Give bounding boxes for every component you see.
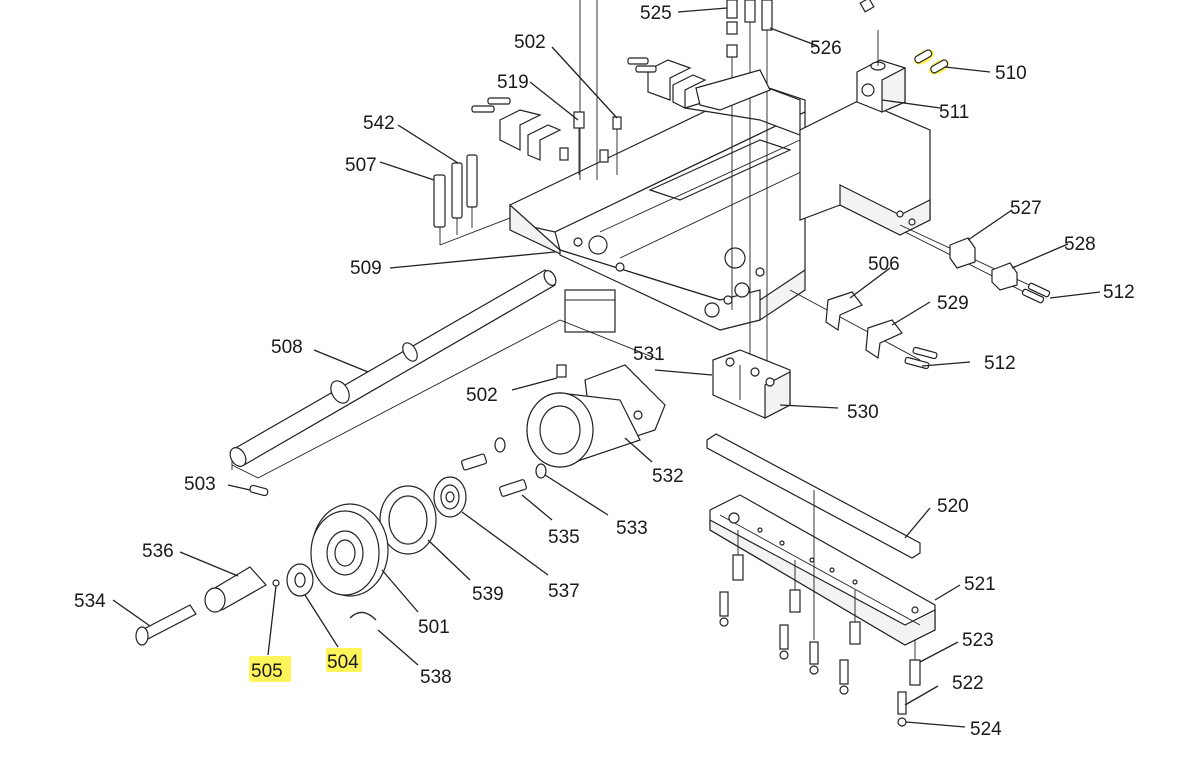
callout-505: 505 [251,661,283,682]
callout-537: 537 [548,581,580,602]
handle-536 [204,566,267,613]
callout-535: 535 [548,527,580,548]
callout-539: 539 [472,584,504,605]
left-brackets-519 [471,97,622,175]
callout-labels: 525 526 502 510 519 511 542 507 527 509 … [74,3,1135,740]
callout-526: 526 [810,38,842,59]
ring-539 [379,485,437,555]
callout-532: 532 [652,466,684,487]
callout-510: 510 [995,63,1027,84]
bolts-washers [460,437,547,497]
leader-lines [112,7,1101,728]
callout-507: 507 [345,155,377,176]
callout-511: 511 [939,102,969,123]
callout-528: 528 [1064,234,1096,255]
callout-501: 501 [418,617,450,638]
highlight-504 [326,648,362,672]
rail-521 [709,490,936,727]
callout-503: 503 [184,474,216,495]
key-503 [249,484,269,497]
callout-512: 512 [1103,282,1135,303]
callout-538: 538 [420,667,452,688]
collar-504 [286,563,314,597]
screw-505 [272,579,280,587]
callout-536: 536 [142,541,174,562]
callout-504: 504 [327,652,359,673]
callout-522: 522 [952,673,984,694]
bolts-542-507 [433,154,511,246]
bearing-537 [433,476,467,518]
callout-529: 529 [937,293,969,314]
pins-510 [914,49,949,74]
callout-508: 508 [271,337,303,358]
gib-520 [706,433,921,559]
dial-501 [310,503,389,597]
callout-509: 509 [350,258,382,279]
callout-531: 531 [633,344,665,365]
callout-534: 534 [74,591,106,612]
callout-520: 520 [937,496,969,517]
callout-530: 530 [847,402,879,423]
block-511 [856,30,906,113]
callout-519: 519 [497,72,529,93]
callout-523: 523 [962,630,994,651]
nut-block-530 [712,349,791,419]
highlight-505 [249,656,291,682]
callout-506: 506 [868,254,900,275]
pin-534 [135,604,197,646]
callout-525: 525 [640,3,672,24]
top-brackets [627,57,771,111]
pads-527-528 [949,237,1051,304]
callout-527: 527 [1010,198,1042,219]
callout-502: 502 [514,32,546,53]
callout-542: 542 [363,113,395,134]
callout-521: 521 [964,574,996,595]
housing-532 [526,364,666,468]
callout-512-b: 512 [984,353,1016,374]
callout-524: 524 [970,719,1002,740]
brackets-506-529 [789,289,938,370]
callout-533: 533 [616,518,648,539]
spring-538 [349,611,377,621]
leadscrew-508 [229,269,661,479]
callout-502-b: 502 [466,385,498,406]
